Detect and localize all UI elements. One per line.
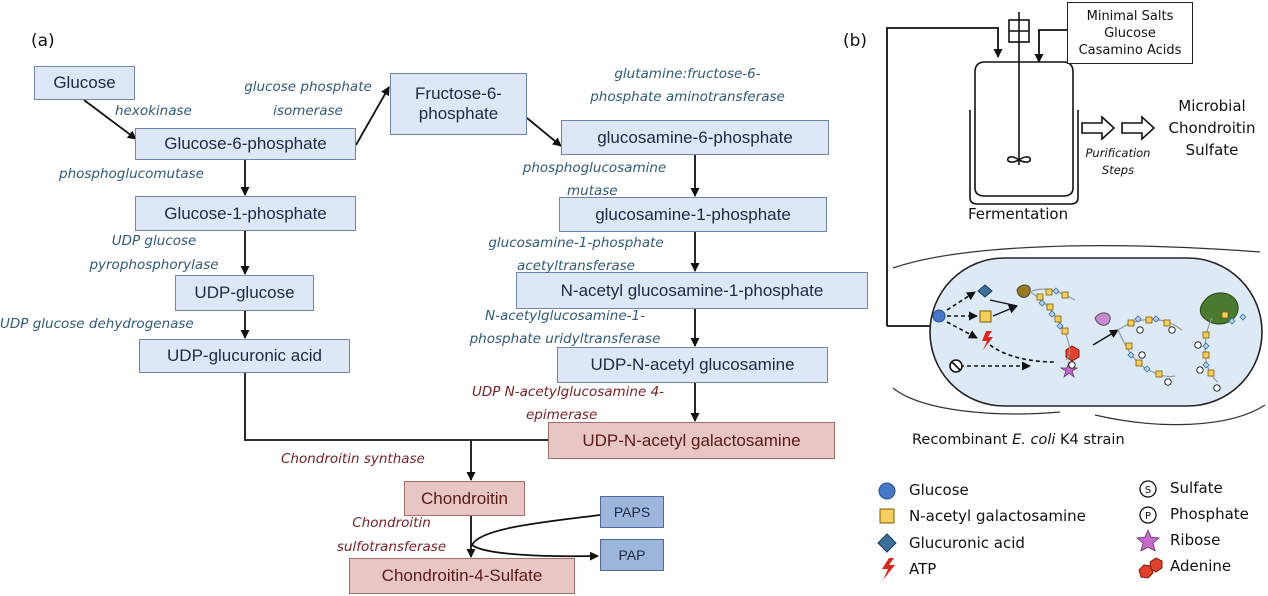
legend-label-glucuronic-acid: Glucuronic acid — [909, 534, 1025, 552]
enzyme-ugdh: UDP glucose dehydrogenase — [0, 316, 194, 332]
arrow-pap-out — [471, 544, 599, 561]
arrow-g6p-f6p — [355, 86, 390, 146]
arrow-glucose-g6p — [83, 99, 137, 140]
svg-text:S: S — [1145, 485, 1151, 496]
ribose-star-icon — [1136, 528, 1160, 552]
enzyme-ugp-line-1: UDP glucose — [111, 233, 197, 249]
node-fructose-6-phosphate: Fructose-6- phosphate — [390, 73, 527, 135]
enzyme-ugp-line-2: pyrophosphorylase — [89, 257, 219, 273]
enzyme-gnat-line-2: acetyltransferase — [517, 258, 635, 274]
purification-arrow-2-icon — [1121, 115, 1156, 141]
feed-medium-box: Minimal Salts Glucose Casamino Acids — [1067, 2, 1193, 64]
galnac-square-icon — [879, 508, 895, 524]
legend-label-atp: ATP — [909, 560, 937, 578]
sulfate-s-icon: S — [1139, 480, 1157, 498]
enzyme-chondroitin-synthase: Chondroitin synthase — [281, 451, 425, 467]
fermentation-label: Fermentation — [968, 205, 1069, 223]
panel-label-b: (b) — [843, 31, 868, 51]
fructose-line-1: Fructose-6- — [415, 84, 502, 103]
product-line-1: Microbial — [1178, 97, 1246, 115]
fermenter-vessel-icon — [974, 61, 1074, 197]
strain-species: E. coli — [1012, 432, 1056, 448]
node-udp-glucuronic-acid: UDP-glucuronic acid — [139, 339, 350, 373]
enzyme-uap-line-2: phosphate uridyltransferase — [469, 331, 661, 347]
feed-input-line — [1034, 29, 1067, 63]
legend-label-sulfate: Sulfate — [1170, 479, 1223, 497]
enzyme-pgam-line-2: mutase — [567, 183, 618, 199]
node-glucose: Glucose — [34, 66, 135, 100]
fructose-line-2: phosphate — [418, 104, 499, 123]
enzyme-phosphoglucomutase: phosphoglucomutase — [59, 166, 204, 182]
legend-icons: S P — [877, 480, 1163, 580]
strain-prefix: Recombinant — [912, 432, 1013, 448]
purification-line-1: Purification — [1085, 146, 1151, 160]
product-line-3: Sulfate — [1185, 141, 1239, 159]
enzyme-gnat-line-1: glucosamine-1-phosphate — [488, 235, 664, 251]
node-paps: PAPS — [600, 496, 664, 528]
strain-caption: Recombinant E. coli K4 strain — [912, 432, 1125, 448]
enzyme-pgam-line-1: phosphoglucosamine — [522, 160, 667, 176]
product-line-2: Chondroitin — [1168, 119, 1256, 137]
node-glucose-1-phosphate: Glucose-1-phosphate — [135, 196, 356, 231]
enzyme-gfat-line-1: glutamine:fructose-6- — [614, 66, 761, 82]
enzyme-cst-line-2: sulfotransferase — [336, 539, 447, 555]
node-udp-glucose: UDP-glucose — [175, 275, 314, 311]
glcua-diamond-icon — [877, 533, 897, 553]
panel-label-a: (a) — [31, 31, 55, 51]
cell-pathway-sketch — [932, 284, 1247, 392]
enzyme-epimerase-line-2: epimerase — [526, 407, 598, 423]
adenine-hexagon-icon — [1138, 557, 1163, 579]
enzyme-gfat-line-2: phosphate aminotransferase — [590, 89, 785, 105]
node-glucosamine-1-phosphate: glucosamine-1-phosphate — [559, 197, 827, 232]
enzyme-gpi-line-1: glucose phosphate — [244, 79, 372, 95]
enzyme-cst-line-1: Chondroitin — [352, 515, 431, 531]
node-udp-n-acetyl-galactosamine: UDP-N-acetyl galactosamine — [548, 422, 835, 459]
node-chondroitin-4-sulfate: Chondroitin-4-Sulfate — [349, 558, 575, 594]
feed-line-1: Minimal Salts — [1086, 8, 1174, 24]
legend-label-glucose: Glucose — [909, 481, 969, 499]
ecoli-outer-membrane — [892, 245, 1266, 426]
impeller-icon — [1006, 156, 1032, 163]
arrow-f6p-gln6p — [526, 117, 562, 147]
enzyme-uap-line-1: N-acetylglucosamine-1- — [485, 308, 645, 324]
node-udp-n-acetyl-glucosamine: UDP-N-acetyl glucosamine — [557, 347, 828, 383]
purification-line-2: Steps — [1101, 163, 1135, 177]
feed-line-3: Casamino Acids — [1078, 42, 1182, 58]
line-udpglcua-merge — [244, 373, 548, 441]
glucose-circle-icon — [878, 482, 896, 500]
curve-paps-in — [471, 514, 601, 546]
node-glucose-6-phosphate: Glucose-6-phosphate — [135, 128, 356, 160]
feed-line-2: Glucose — [1104, 25, 1156, 41]
ecoli-cell-icon — [929, 257, 1263, 407]
enzyme-hexokinase: hexokinase — [115, 103, 192, 119]
feed-loop-line — [886, 27, 1003, 326]
atp-lightning-icon — [882, 558, 895, 580]
node-chondroitin: Chondroitin — [404, 481, 525, 516]
enzyme-gpi-line-2: isomerase — [273, 103, 343, 119]
legend-label-galnac: N-acetyl galactosamine — [909, 507, 1086, 525]
enzyme-epimerase-line-1: UDP N-acetylglucosamine 4- — [471, 384, 665, 400]
node-glucosamine-6-phosphate: glucosamine-6-phosphate — [561, 120, 829, 155]
legend-label-adenine: Adenine — [1170, 557, 1232, 575]
legend-label-phosphate: Phosphate — [1170, 505, 1249, 523]
strain-suffix: K4 strain — [1055, 432, 1125, 448]
node-pap: PAP — [600, 539, 664, 571]
phosphate-p-icon: P — [1139, 506, 1157, 524]
legend-label-ribose: Ribose — [1170, 531, 1221, 549]
cell-glucose-icon — [932, 309, 946, 323]
purification-arrow-1-icon — [1081, 115, 1116, 141]
svg-text:P: P — [1145, 511, 1151, 522]
node-n-acetyl-glucosamine-1-phosphate: N-acetyl glucosamine-1-phosphate — [516, 272, 868, 309]
fermenter-jacket — [969, 110, 1079, 205]
